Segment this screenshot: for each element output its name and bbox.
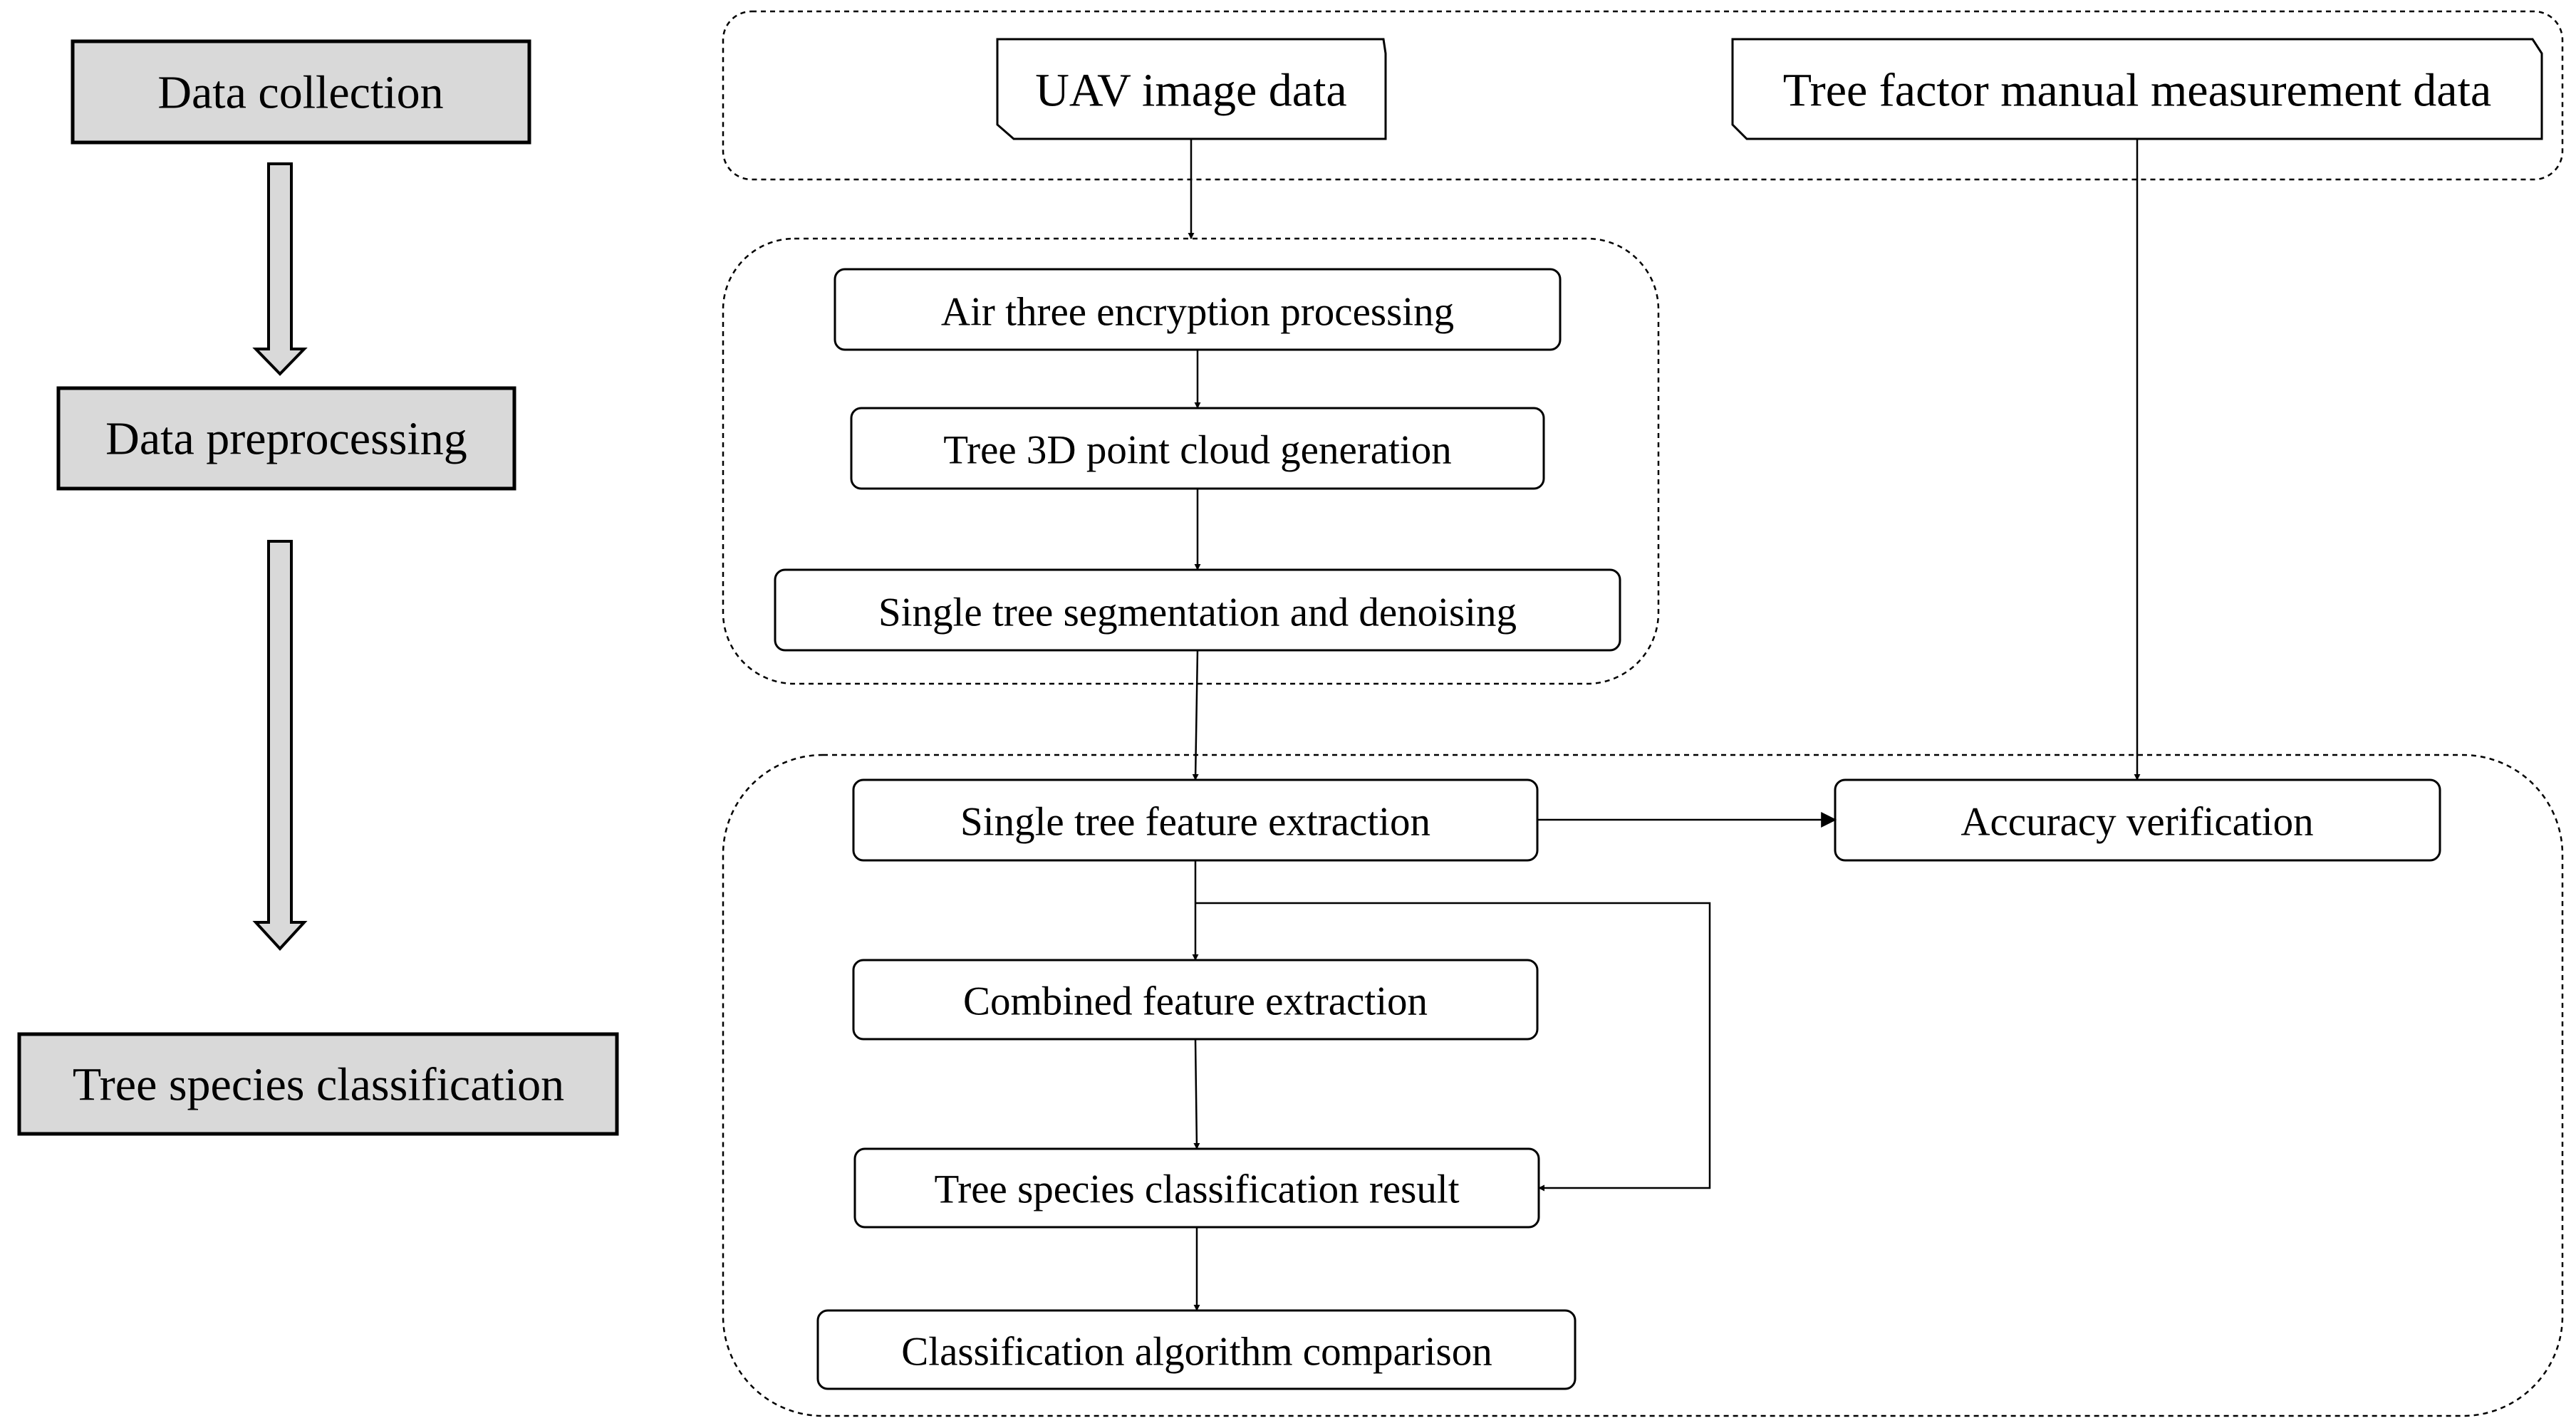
stage-data-collection-label: Data collection: [157, 67, 443, 119]
uav-image-data-node: [996, 38, 1387, 140]
stage-arrow-2: [252, 540, 308, 951]
combined-feature-extraction-label: Combined feature extraction: [963, 979, 1428, 1024]
connector-segmentation-to-feature-extraction: [1192, 650, 1199, 781]
stage-data-preprocessing-label: Data preprocessing: [105, 413, 467, 465]
stage-column: Data collection Data preprocessing Tree …: [17, 39, 619, 1136]
manual-measurement-data-label: Tree factor manual measurement data: [1783, 65, 2491, 117]
feature-extraction-label: Single tree feature extraction: [960, 800, 1430, 845]
manual-measurement-data-node: [1731, 38, 2543, 140]
stage-tree-species-classification-box: [17, 1032, 619, 1136]
stage-arrow-1: [252, 162, 308, 376]
classification-result-label: Tree species classification result: [934, 1167, 1459, 1212]
algorithm-comparison-label: Classification algorithm comparison: [901, 1330, 1492, 1375]
segmentation-denoising-label: Single tree segmentation and denoising: [878, 590, 1517, 635]
point-cloud-generation-label: Tree 3D point cloud generation: [943, 428, 1451, 473]
connector-feature-bypass-to-result: [1195, 902, 1711, 1192]
uav-image-data-label: UAV image data: [1035, 65, 1346, 117]
stage-data-collection-box: [71, 39, 531, 145]
air-three-encryption-label: Air three encryption processing: [941, 290, 1454, 335]
preprocessing-group: [722, 237, 1660, 685]
connector-combined-to-result: [1193, 1038, 1200, 1150]
accuracy-verification-label: Accuracy verification: [1960, 800, 2313, 845]
stage-data-preprocessing-box: [56, 386, 516, 491]
data-collection-group: [722, 10, 2564, 181]
classification-group: [722, 754, 2564, 1417]
stage-tree-species-classification-label: Tree species classification: [73, 1059, 564, 1111]
